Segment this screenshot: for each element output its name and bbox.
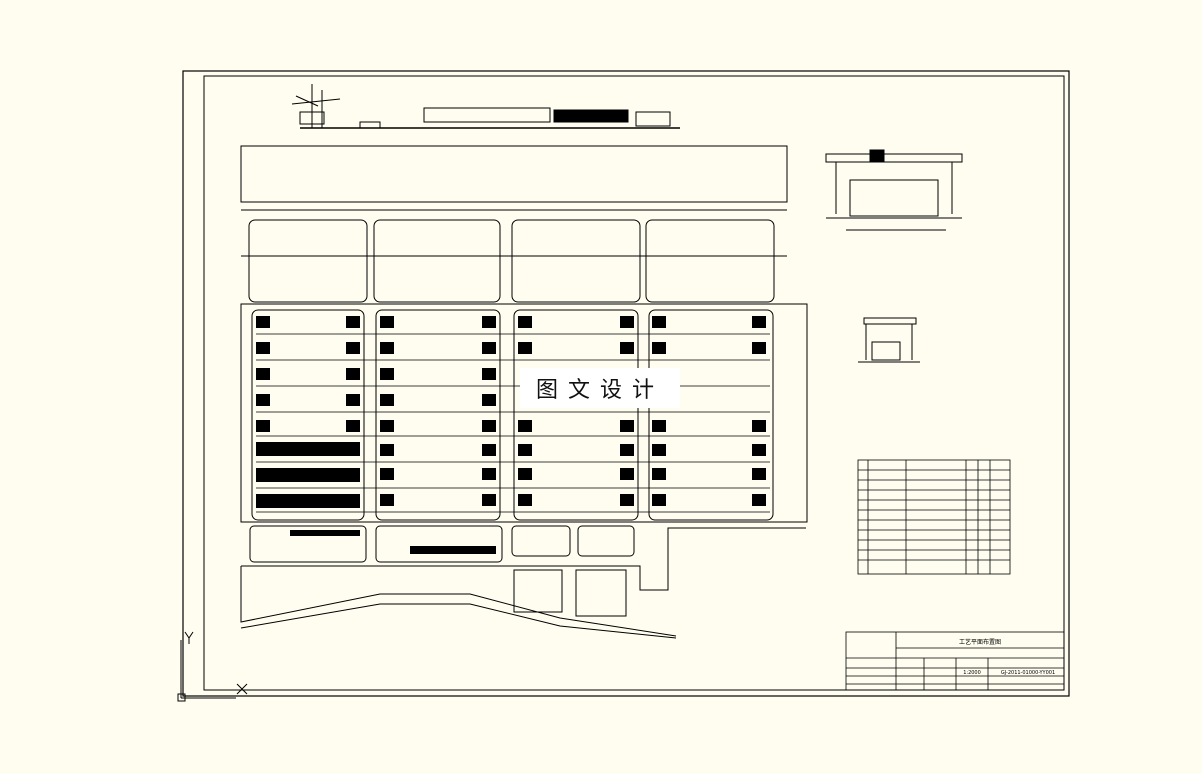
ucs-axis-icon xyxy=(177,631,248,702)
equipment-table xyxy=(857,459,1011,575)
drawing-number: GJ-2011-01000-YY001 xyxy=(1001,670,1055,676)
container-stacks xyxy=(256,316,766,554)
sheet-border xyxy=(182,70,1070,697)
yard-plan xyxy=(240,145,808,639)
watermark-label: 图文设计 xyxy=(520,368,680,408)
title-block xyxy=(845,631,1065,691)
drawing-scale: 1:2000 xyxy=(963,670,981,676)
quay-crane-elevation xyxy=(291,84,680,129)
gantry-crane-section-small xyxy=(858,317,920,363)
gantry-crane-section-large xyxy=(825,149,963,231)
yard-rows xyxy=(256,333,770,513)
inner-frame xyxy=(203,75,1065,691)
drawing-title: 工艺平面布置图 xyxy=(959,638,1001,646)
